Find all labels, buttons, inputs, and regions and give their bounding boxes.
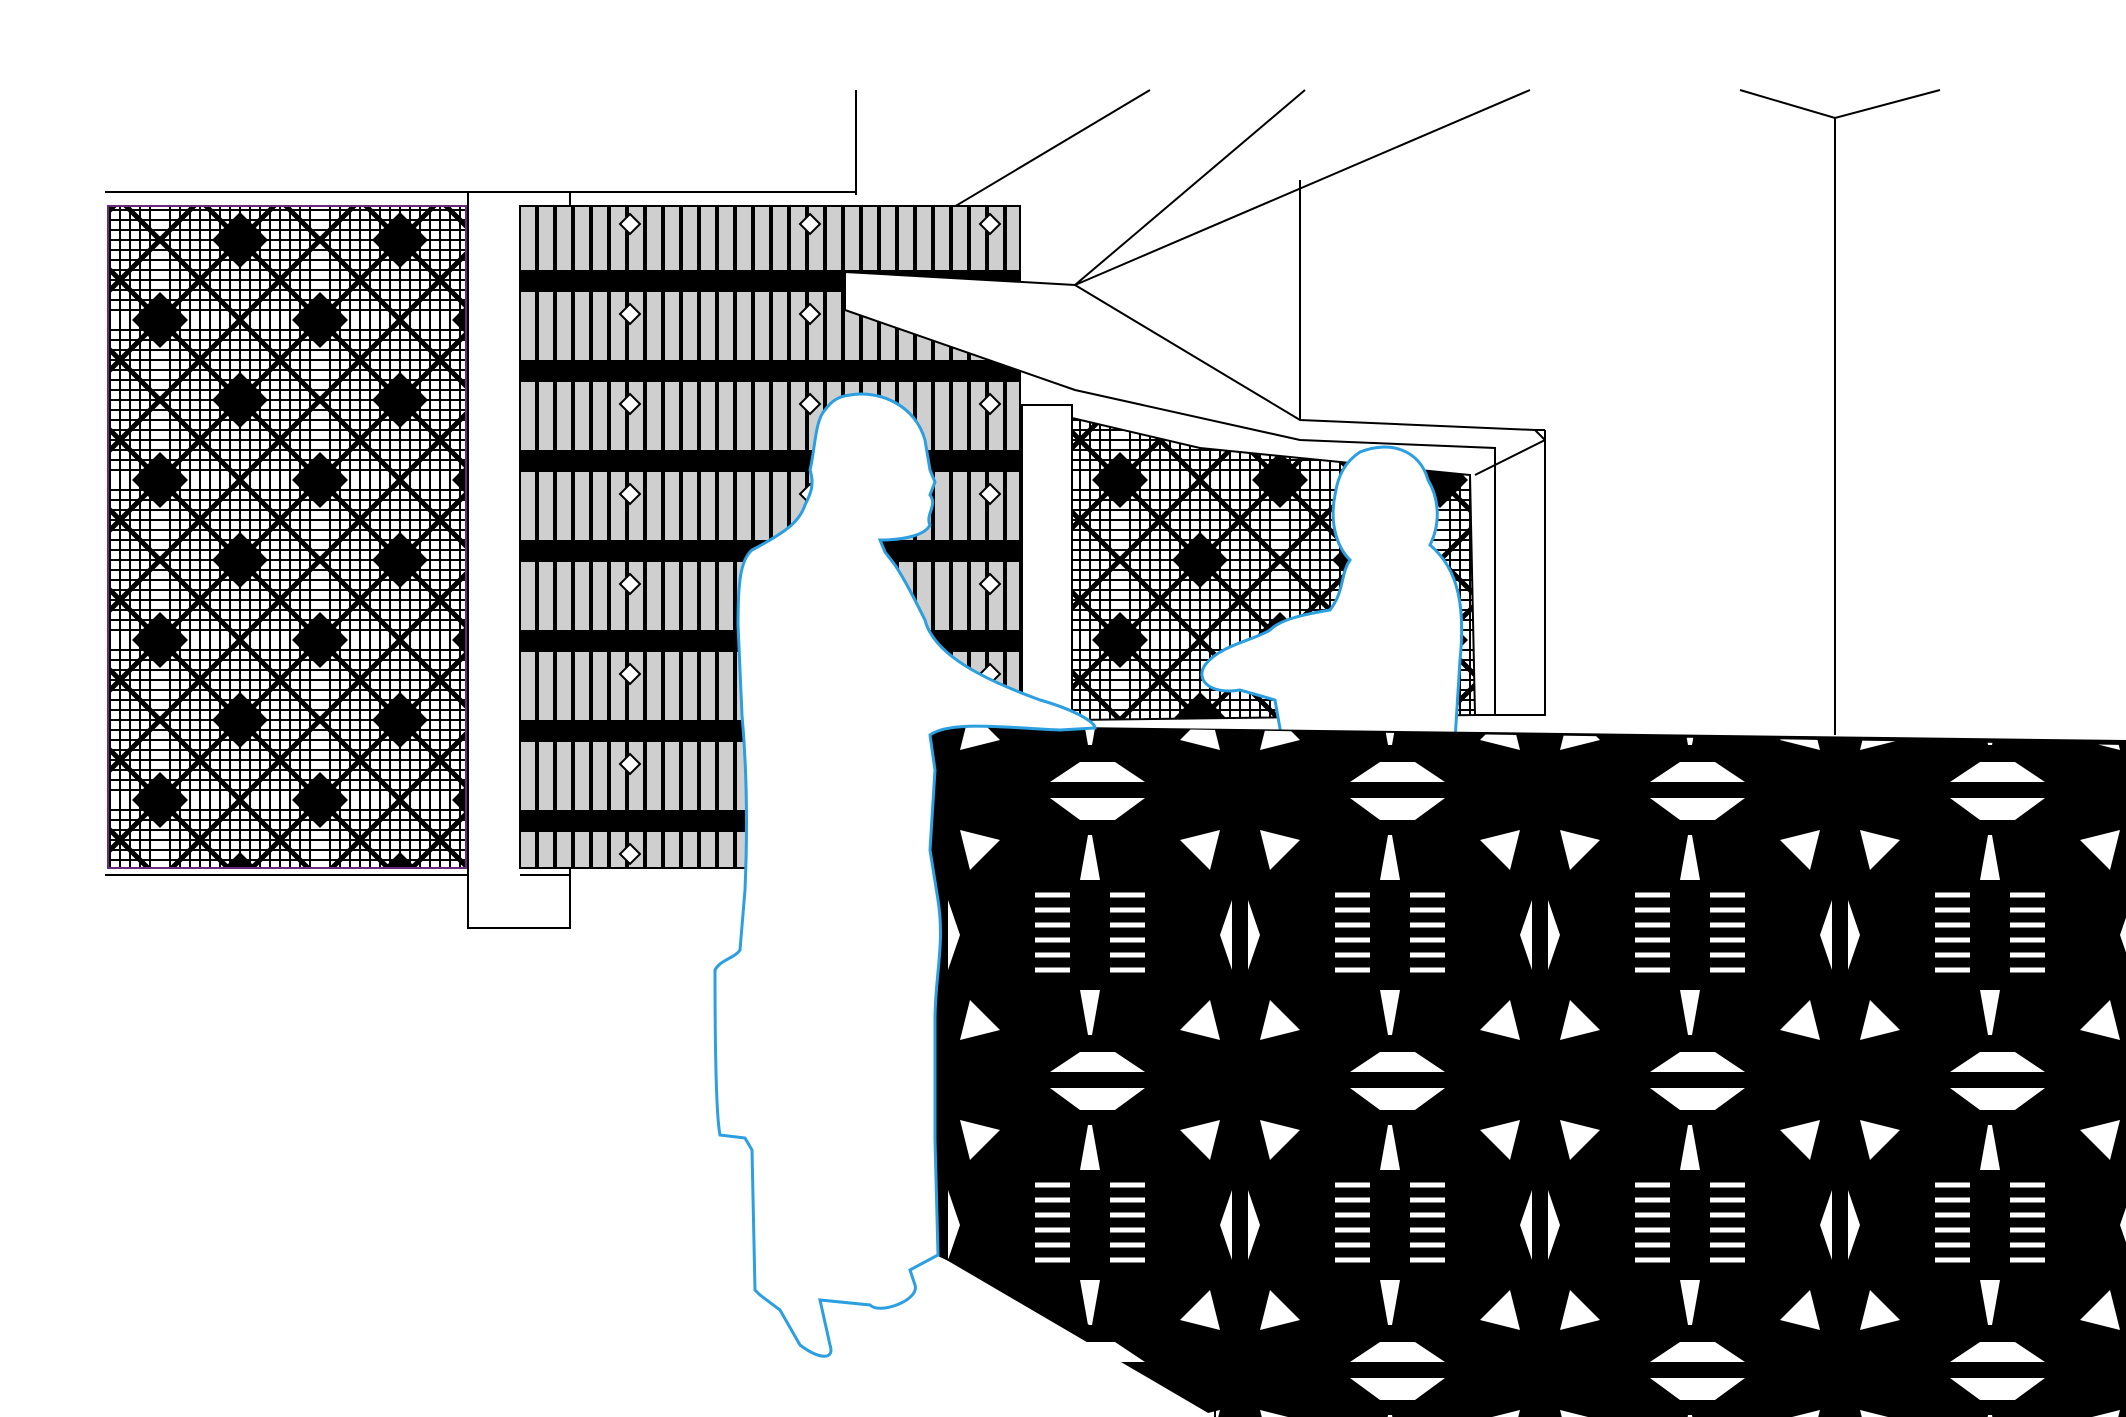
floor-line: [937, 1254, 1216, 1417]
standing-visitor-silhouette: [713, 392, 1097, 1358]
wall-panel-diamond-grid: [107, 205, 467, 869]
wall-edges: [1019, 405, 1546, 740]
seated-receptionist-silhouette: [1200, 445, 1464, 742]
reception-counter-perforated: [915, 725, 2126, 1417]
column: [1021, 404, 1073, 741]
